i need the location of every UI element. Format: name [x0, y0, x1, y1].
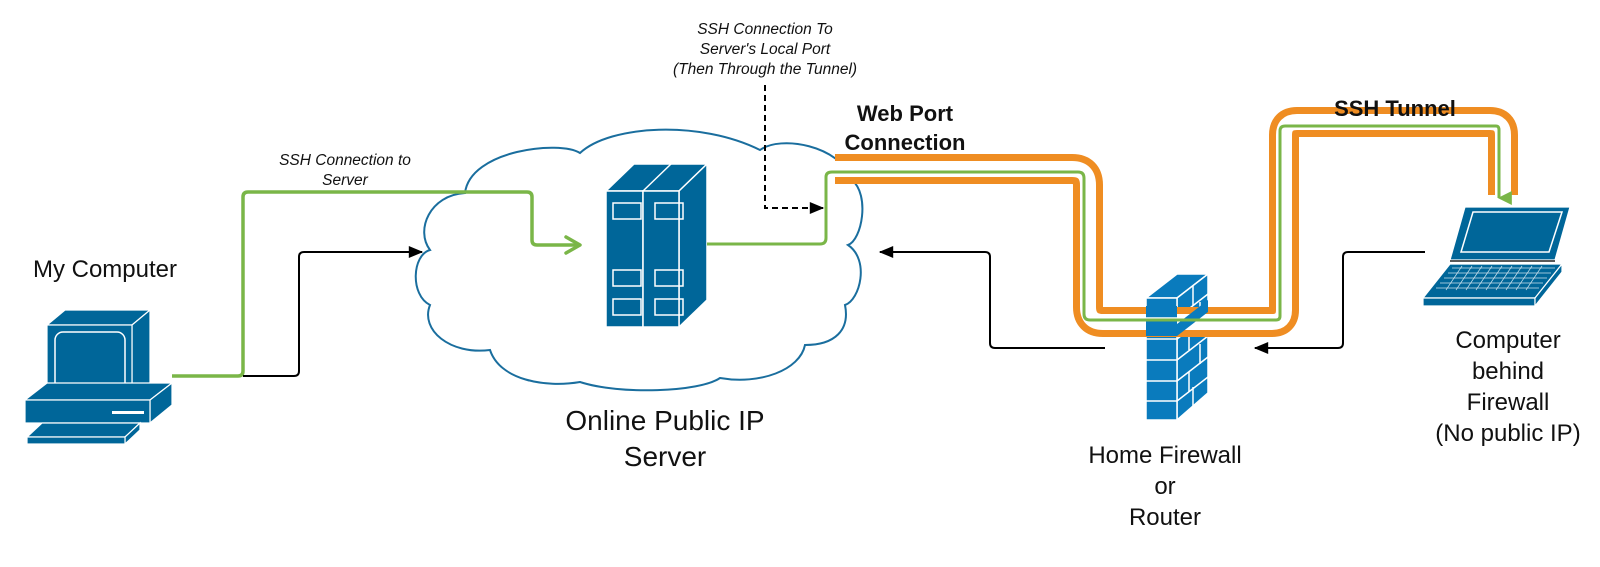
firewall-brick-icon — [1143, 272, 1211, 422]
server-rack-icon — [604, 162, 709, 329]
remote-computer-label: Computer behind Firewall (No public IP) — [1435, 327, 1581, 447]
connector-mycomputer-to-cloud — [243, 246, 424, 377]
server-label: Online Public IP Server — [565, 405, 765, 472]
my-computer-label: My Computer — [32, 256, 178, 283]
firewall-label: Home Firewall or Router — [1088, 442, 1242, 531]
connector-dashed-local-port — [764, 85, 825, 214]
connector-firewall-to-cloud — [878, 246, 1105, 349]
desktop-computer-icon — [23, 308, 174, 446]
ssh-local-port-label: SSH Connection To Server's Local Port (T… — [672, 21, 858, 78]
web-port-label: Web Port Connection — [844, 101, 966, 155]
ssh-connection-label: SSH Connection to Server — [279, 152, 411, 189]
ssh-tunnel-path — [835, 107, 1518, 337]
laptop-icon — [1421, 206, 1571, 308]
connector-laptop-to-firewall — [1253, 251, 1425, 354]
ssh-tunnel-label: SSH Tunnel — [1334, 96, 1456, 121]
ssh-connection-path — [172, 124, 1512, 378]
